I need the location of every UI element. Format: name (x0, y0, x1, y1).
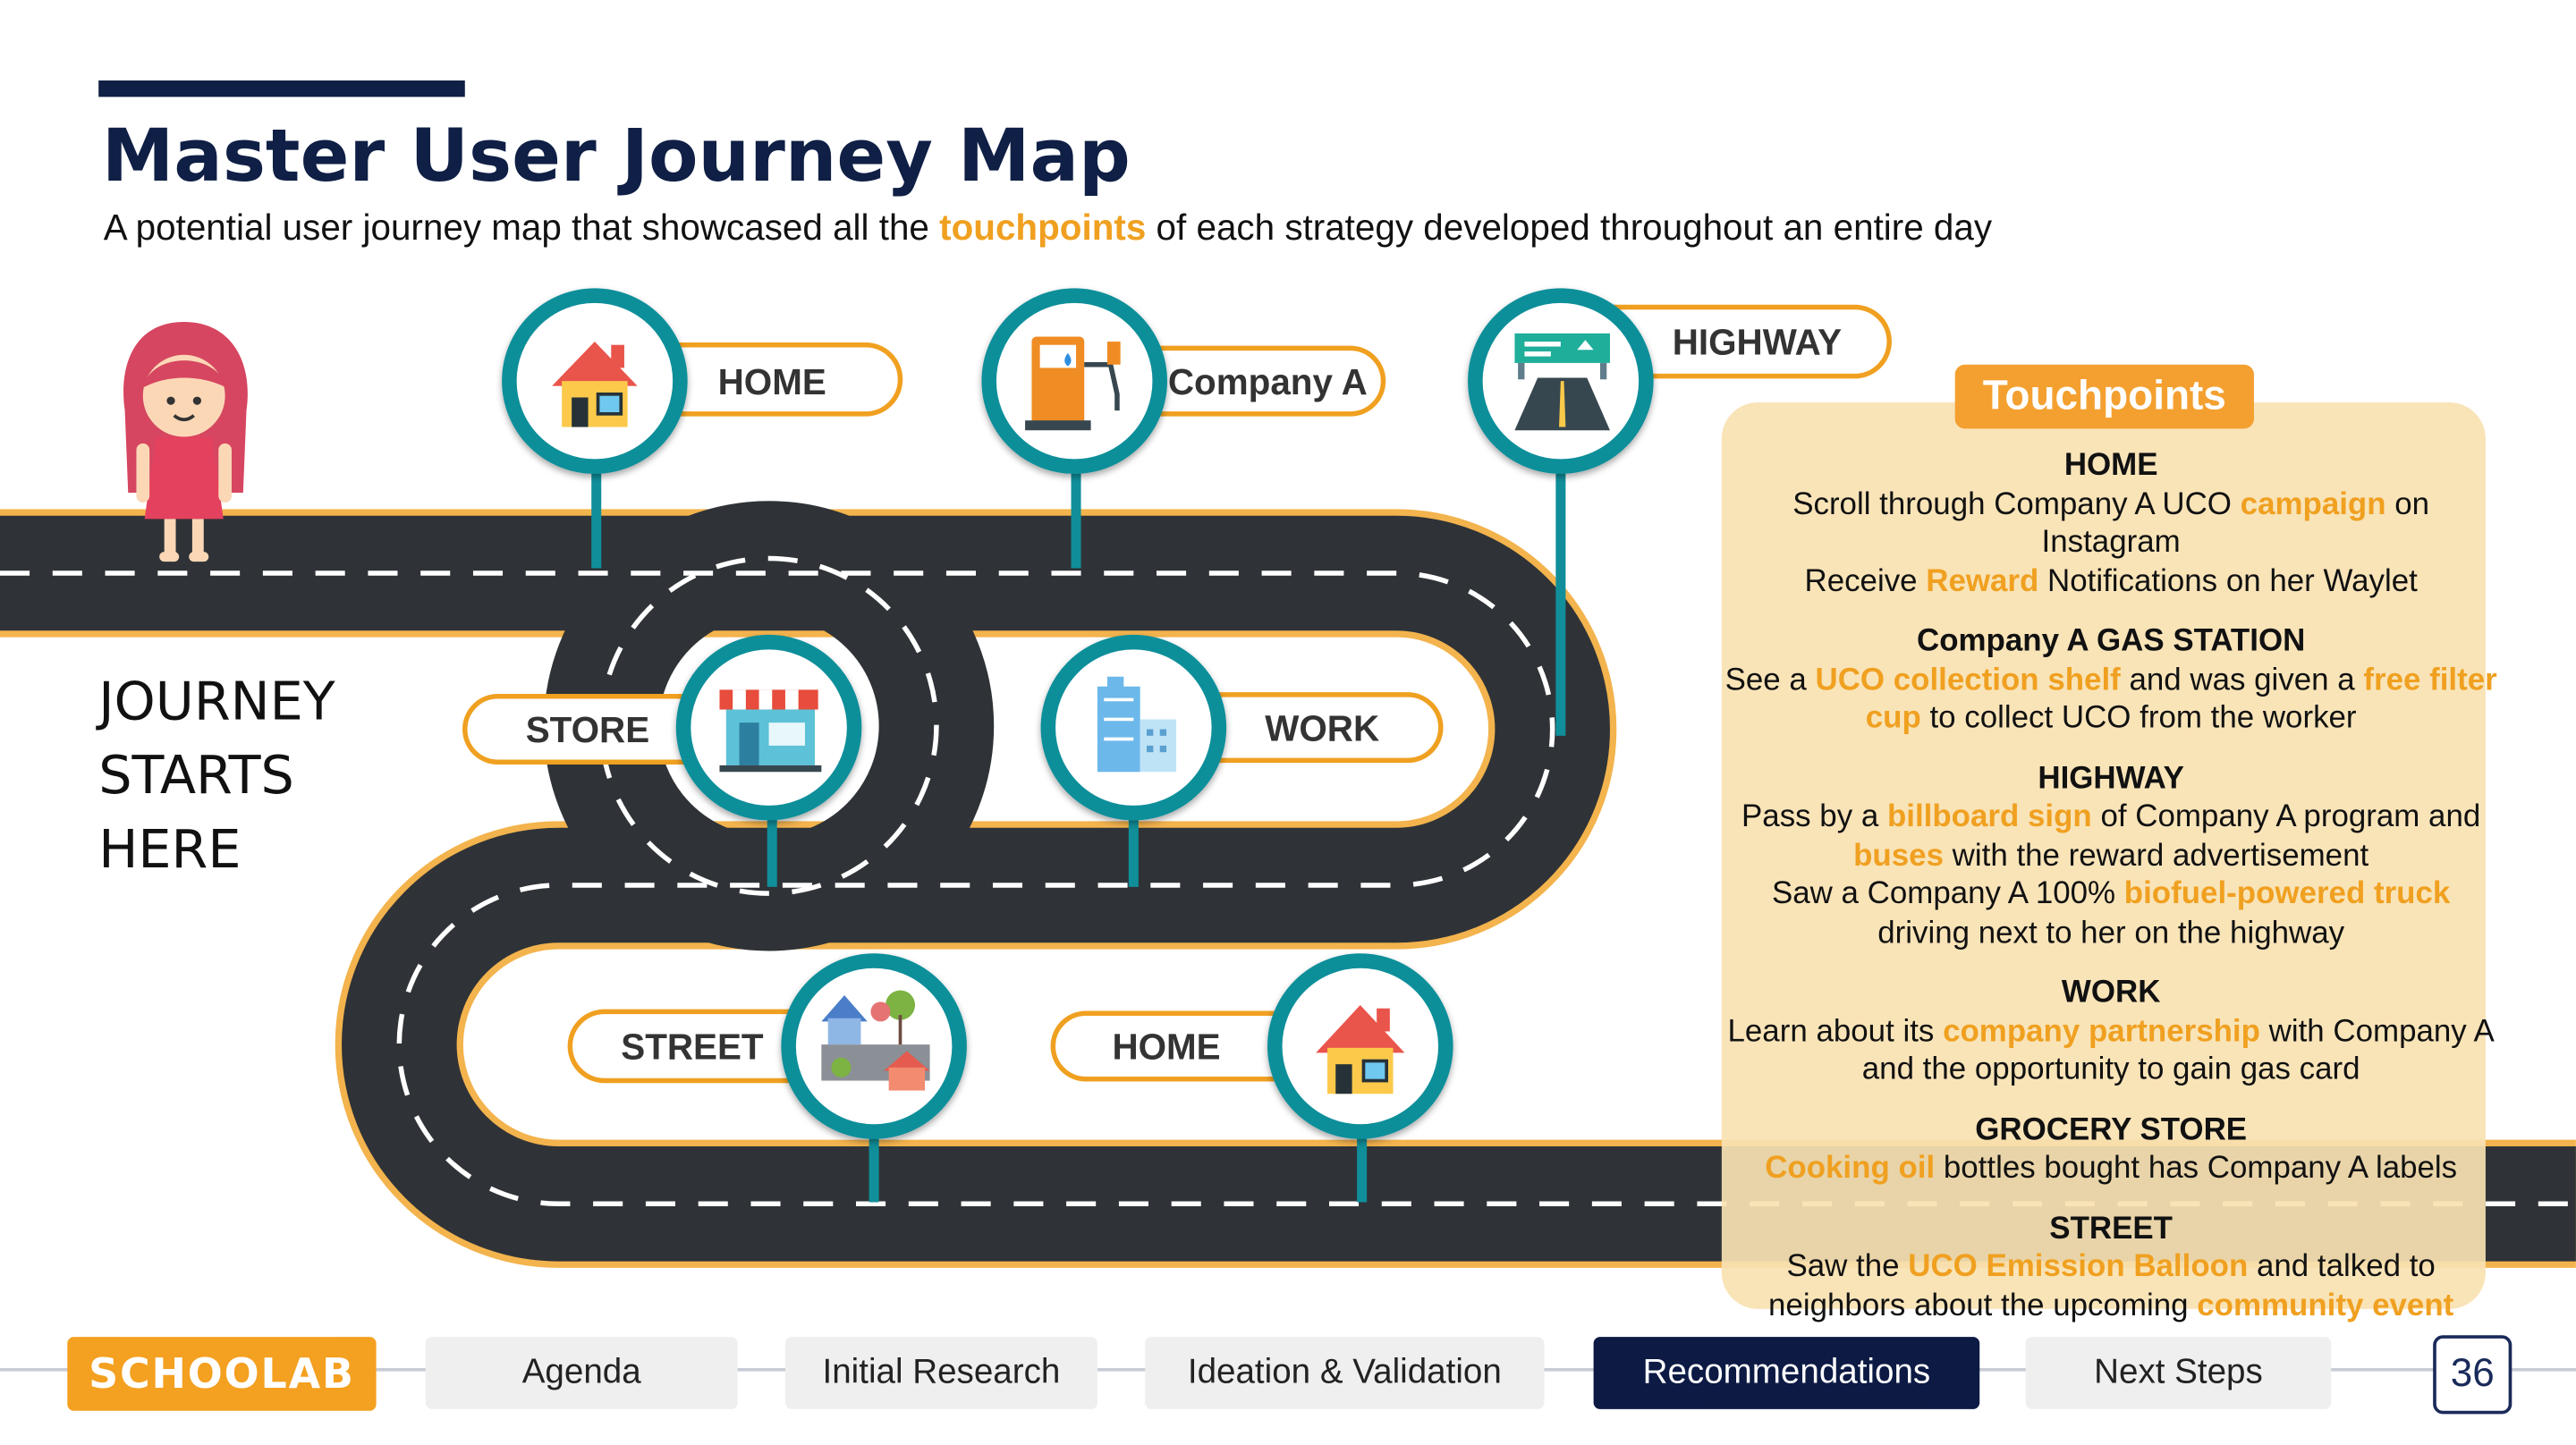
touchpoints-title: Touchpoints (1954, 364, 2254, 429)
touchpoint-home: HOME Scroll through Company A UCO campai… (1792, 448, 2430, 599)
road (0, 501, 2576, 1268)
pin-label-home-top: HOME (718, 361, 826, 402)
pin-store[interactable]: STORE (462, 634, 862, 887)
house-icon (1316, 1005, 1405, 1094)
nav-agenda[interactable]: Agenda (425, 1337, 738, 1409)
touchpoint-street: STREET Saw the UCO Emission Balloon and … (1768, 1211, 2454, 1323)
pin-label-home-bottom: HOME (1112, 1027, 1220, 1068)
nav-ideation-validation[interactable]: Ideation & Validation (1145, 1337, 1545, 1409)
touchpoints-list: HOME Scroll through Company A UCO campai… (1725, 447, 2497, 1348)
neighborhood-icon (821, 990, 930, 1091)
touchpoint-grocery-store: GROCERY STORE Cooking oil bottles bought… (1765, 1112, 2458, 1187)
pin-label-street: STREET (621, 1027, 764, 1068)
pin-highway[interactable]: HIGHWAY (1468, 288, 1892, 736)
touchpoint-gas-station: Company A GAS STATION See a UCO collecti… (1724, 623, 2497, 736)
nav-next-steps[interactable]: Next Steps (2025, 1337, 2332, 1409)
pin-street[interactable]: STREET (567, 953, 967, 1203)
highway-sign-icon (1514, 333, 1610, 431)
pin-label-highway: HIGHWAY (1673, 322, 1842, 363)
page-title: Master User Journey Map (101, 114, 1131, 199)
pin-home-bottom[interactable]: HOME (1050, 953, 1453, 1203)
pin-label-work: WORK (1265, 707, 1379, 748)
pin-work[interactable]: WORK (1040, 634, 1444, 887)
pin-home-top[interactable]: HOME (502, 288, 903, 569)
page-number: 36 (2433, 1335, 2512, 1415)
page-subtitle: A potential user journey map that showca… (103, 207, 1993, 249)
pin-label-store: STORE (526, 709, 649, 750)
office-building-icon (1097, 676, 1177, 773)
pin-company[interactable]: Company A (981, 288, 1386, 569)
schoolab-logo: SCHOOLAB (67, 1337, 377, 1411)
nav-recommendations[interactable]: Recommendations (1593, 1337, 1980, 1409)
gas-pump-icon (1025, 336, 1121, 431)
house-icon (552, 342, 638, 427)
girl-icon (123, 321, 248, 562)
journey-start-label: JOURNEY STARTS HERE (98, 670, 335, 881)
shop-icon (719, 689, 822, 773)
touchpoints-panel (1721, 401, 2486, 1309)
title-accent-bar (98, 80, 465, 97)
touchpoint-highway: HIGHWAY Pass by a billboard sign of Comp… (1741, 761, 2481, 951)
touchpoint-work: WORK Learn about its company partnership… (1727, 975, 2495, 1087)
nav-initial-research[interactable]: Initial Research (784, 1337, 1097, 1409)
pin-label-company: Company A (1168, 361, 1368, 402)
